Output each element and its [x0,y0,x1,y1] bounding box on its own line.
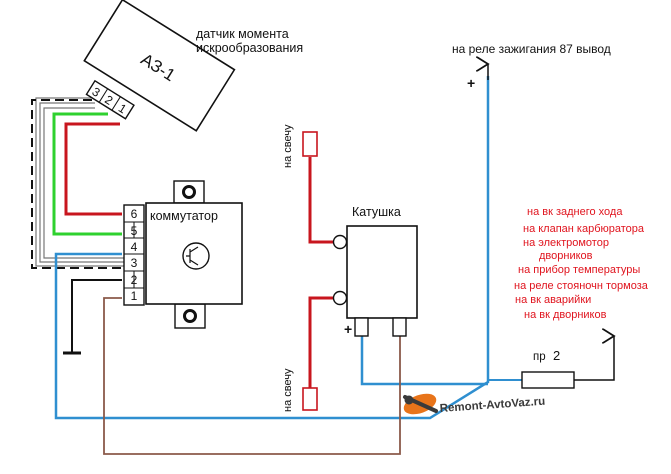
fuse-load-list: на вк заднего хода на клапан карбюратора… [514,206,649,321]
fuse-label: пр [533,351,546,363]
red-sensor-wire [64,122,122,216]
coil-minus-terminal [392,317,407,337]
ignition-relay-label: на реле зажигания 87 вывод [452,42,611,56]
spark-plug-cap-top [302,131,318,157]
brown-control-wire [103,297,401,455]
spark-plug-label-top: на свечу [282,124,294,168]
shield-bundle-wire [35,97,130,267]
watermark-text: Remont-AvtoVaz.ru [439,396,545,415]
shield-dashed-wire [31,99,125,269]
relay-plus-sign: + [467,75,475,91]
blue-coil-wire [360,336,488,386]
load-wiper-switch: на вк дворников [524,309,607,321]
coil-hv-top-terminal [332,234,348,250]
hv-wire-top [308,157,338,244]
fuse-out-wire [574,336,614,381]
hv-wire-bottom [308,296,338,388]
sensor-title-line1: датчик момента [196,27,289,41]
fuse-number: 2 [553,348,560,363]
blue-power-wire [54,76,490,420]
ground-wire [71,279,122,352]
commutator-pin-1: 1 [131,289,138,303]
green-signal-wire [52,112,122,236]
coil-hv-bottom-terminal [332,290,348,306]
load-parking-brake-relay: на реле стояночн тормоза [514,280,649,292]
load-carburetor-valve: на клапан карбюратора [523,223,645,235]
coil-label: Катушка [352,205,401,219]
commutator-pin-4: 4 [131,240,138,254]
commutator-pin-3: 3 [131,256,138,270]
coil-plus-terminal [354,317,369,337]
commutator-pin-5: 5 [131,224,138,238]
load-wiper-motor-line2: дворников [539,250,593,262]
commutator-label: коммутатор [150,209,218,223]
sensor-connector-shell [85,79,135,120]
load-hazard-switch: на вк аварийки [515,294,591,306]
commutator-pin-6: 6 [131,207,138,221]
sensor-title-line2: искрообразования [196,41,303,55]
spark-plug-cap-bottom [302,387,318,411]
sensor-body [83,0,236,132]
wrench-logo-icon [403,393,438,415]
ignition-coil: Катушка + [332,205,418,337]
load-wiper-motor-line1: на электромотор [523,237,609,249]
commutator-pin-2: 2 [131,273,138,287]
load-reverse-switch: на вк заднего хода [527,206,623,218]
site-watermark: Remont-AvtoVaz.ru [403,393,546,415]
commutator-unit: коммутатор 6 5 4 3 2 1 [123,180,243,329]
hall-sensor: АЗ-1 [83,0,236,132]
sensor-connector: 3 2 1 [85,79,135,120]
fuse-2 [521,371,575,389]
spark-plug-label-bottom: на свечу [282,368,294,412]
commutator-connector [123,204,145,306]
coil-plus-sign: + [344,321,352,337]
coil-body [346,225,418,319]
load-temp-gauge: на прибор температуры [518,264,640,276]
